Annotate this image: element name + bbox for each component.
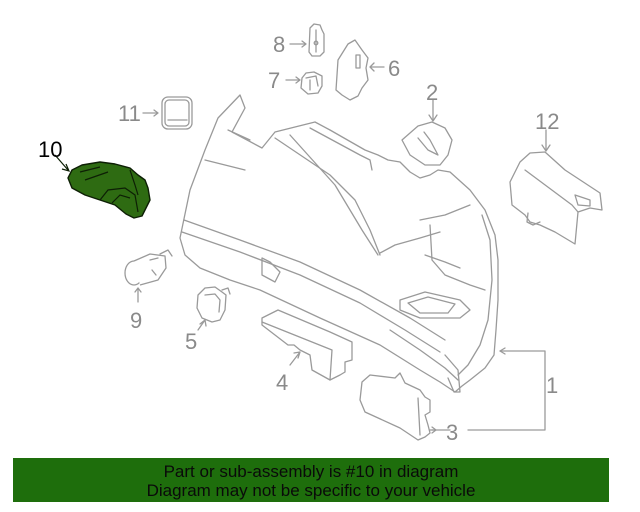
callout-1[interactable]: 1 — [546, 373, 558, 398]
callout-7[interactable]: 7 — [268, 68, 280, 93]
callout-2[interactable]: 2 — [426, 80, 438, 105]
callout-3[interactable]: 3 — [446, 420, 458, 445]
part-5[interactable] — [196, 286, 231, 331]
part-11[interactable] — [142, 96, 193, 130]
callout-12[interactable]: 12 — [535, 109, 559, 134]
banner-line-disclaimer: Diagram may not be specific to your vehi… — [146, 481, 476, 500]
part-4[interactable] — [261, 309, 353, 381]
part-8[interactable] — [289, 23, 325, 57]
banner-line-part: Part or sub-assembly is #10 in diagram — [163, 462, 459, 481]
parts-diagram: 1 2 3 4 5 6 7 8 9 10 11 12 — [38, 23, 603, 445]
callout-10[interactable]: 10 — [38, 137, 62, 162]
part-3[interactable] — [359, 372, 437, 441]
part-10-highlighted[interactable] — [54, 154, 151, 219]
part-6[interactable] — [335, 39, 385, 101]
callout-4[interactable]: 4 — [276, 370, 288, 395]
part-2[interactable] — [401, 99, 453, 166]
leader-part-1 — [431, 347, 546, 431]
part-12[interactable] — [509, 129, 603, 245]
part-7[interactable] — [285, 71, 323, 95]
part-9[interactable] — [124, 249, 173, 303]
callout-6[interactable]: 6 — [388, 56, 400, 81]
callout-8[interactable]: 8 — [273, 32, 285, 57]
callout-9[interactable]: 9 — [130, 308, 142, 333]
part-1-trim-panel[interactable] — [179, 94, 499, 393]
info-banner: Part or sub-assembly is #10 in diagram D… — [13, 458, 609, 502]
callout-11[interactable]: 11 — [118, 101, 141, 126]
callout-5[interactable]: 5 — [185, 329, 197, 354]
